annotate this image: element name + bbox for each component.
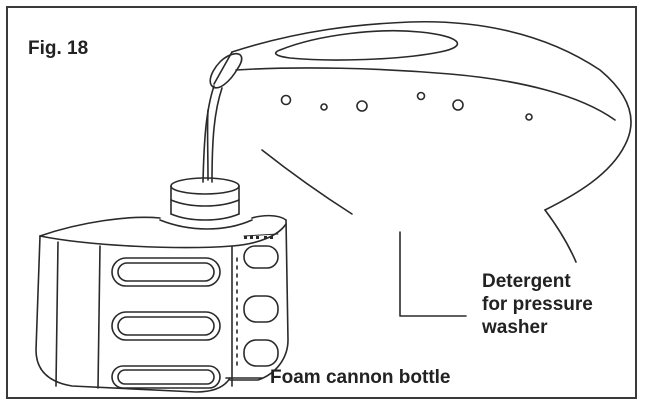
detergent-label-line2: for pressure [482, 294, 593, 315]
figure-label: Fig. 18 [28, 38, 89, 59]
foam-cannon-bottle [35, 177, 289, 393]
bottle-scale-marks [244, 236, 273, 239]
pouring-stream [202, 85, 223, 183]
detergent-label-line1: Detergent [482, 271, 571, 292]
foam-cannon-bottle-label: Foam cannon bottle [270, 367, 451, 388]
detergent-jug [209, 20, 632, 317]
figure-frame [6, 6, 637, 399]
detergent-label-line3: washer [482, 317, 548, 338]
